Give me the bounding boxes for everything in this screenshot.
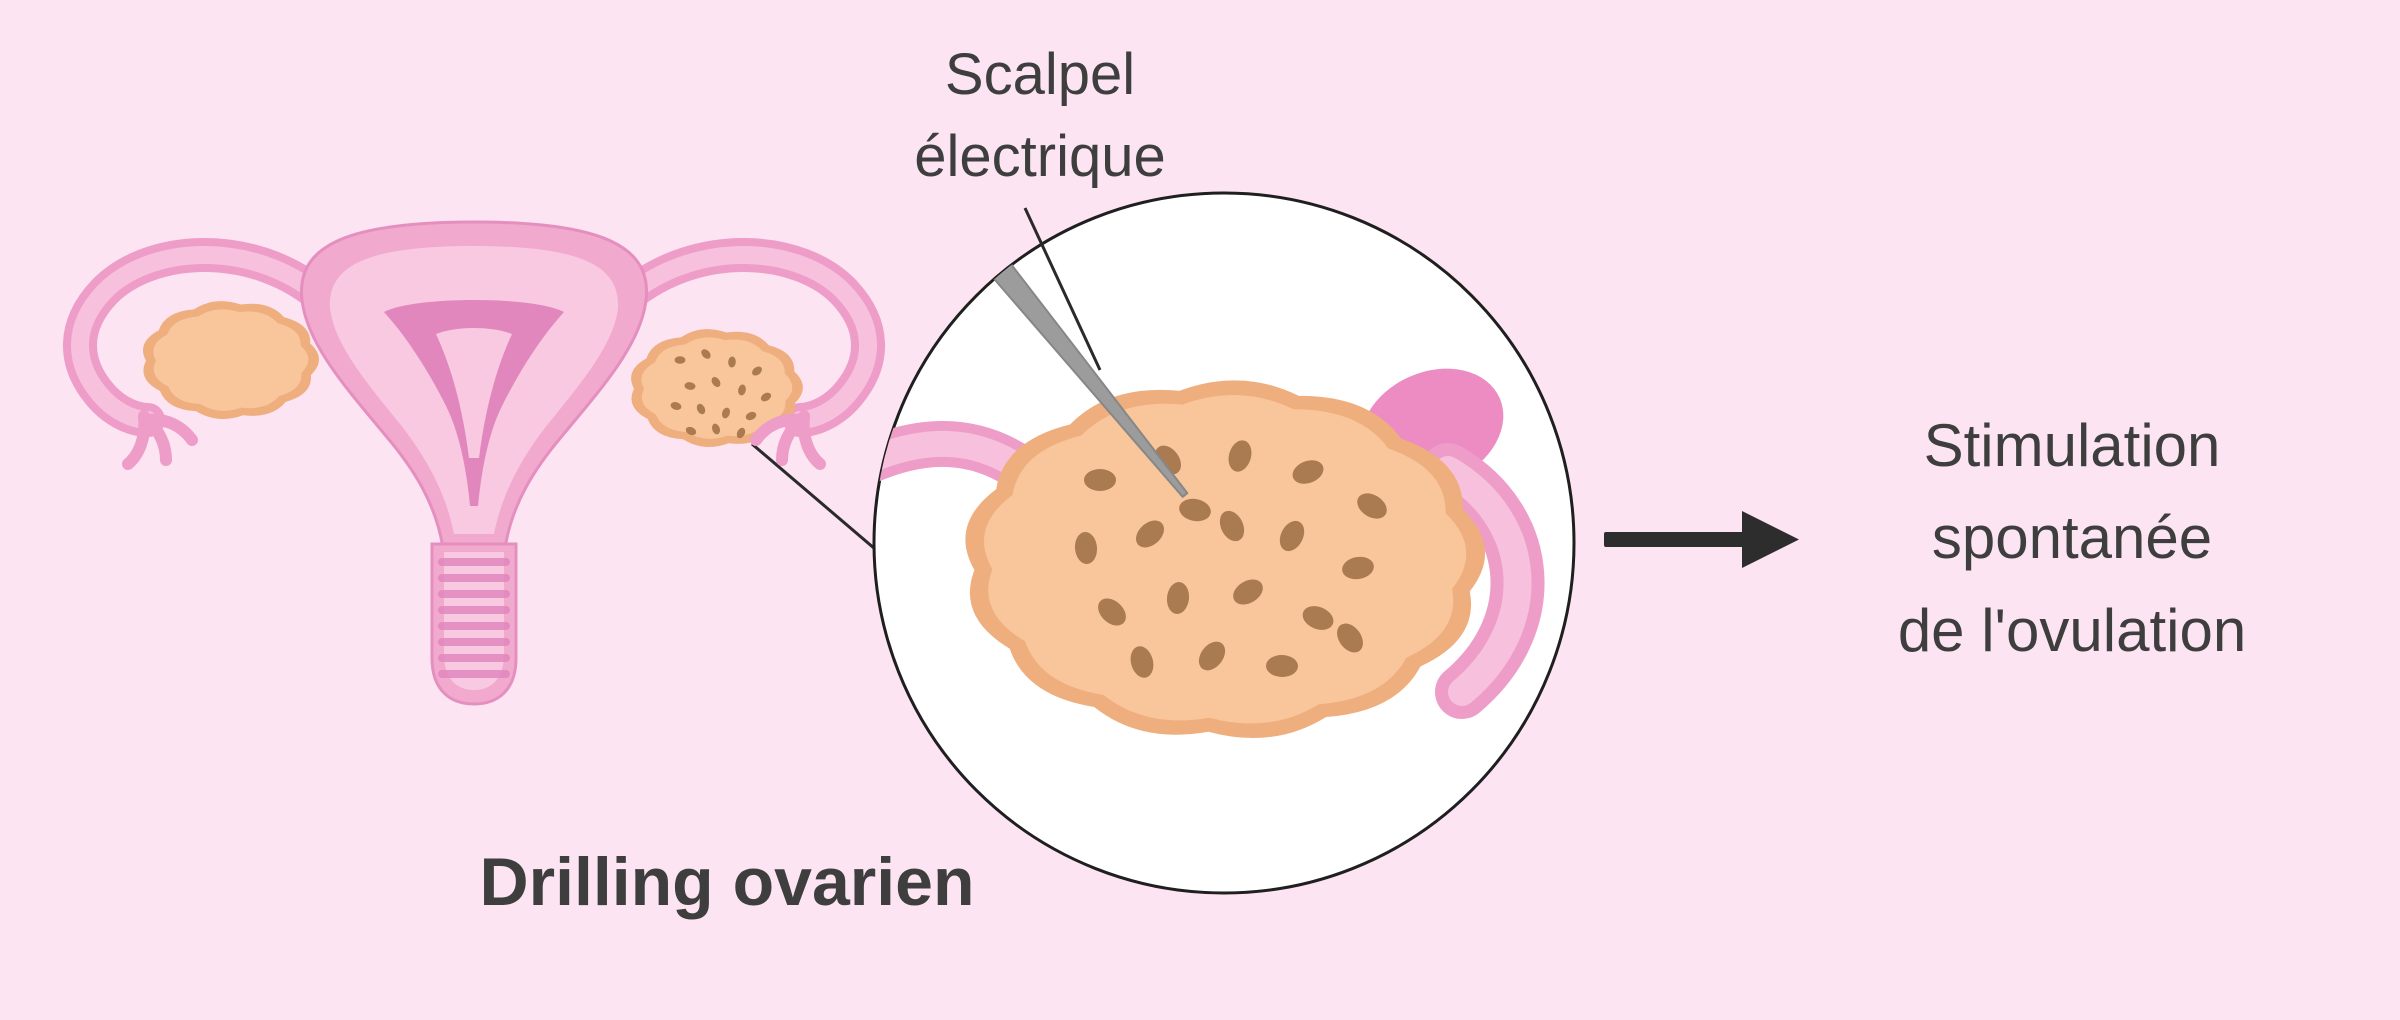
uterus-illustration [63,220,885,706]
pointer-line [1023,207,1102,371]
fimbriae-left [122,410,198,470]
scalpel-label-line2: électrique [914,124,1166,190]
cervix [430,542,518,706]
fallopian-tube-right [611,238,885,437]
arrow-right-icon [1604,511,1799,568]
ovary-right-drilled [631,329,803,448]
connector-line [751,442,896,568]
result-label: Stimulation spontanée de l'ovulation [1898,400,2246,677]
fimbriae-right [750,410,826,470]
caption-drilling-ovarien: Drilling ovarien [479,844,975,920]
uterine-cavity-center [436,328,512,458]
fallopian-tube-left [63,238,337,437]
ovary-left [142,301,319,420]
result-label-line1: Stimulation [1923,412,2221,479]
zoomed-drilled-ovary [965,380,1486,739]
scalpel-label-line1: Scalpel [944,42,1136,107]
cervix-ridges [438,558,510,678]
result-label-line3: de l'ovulation [1897,596,2247,664]
zoom-content [874,241,1545,739]
scalpel-label: Scalpel électrique [914,34,1165,199]
result-label-line2: spontanée [1931,504,2213,572]
